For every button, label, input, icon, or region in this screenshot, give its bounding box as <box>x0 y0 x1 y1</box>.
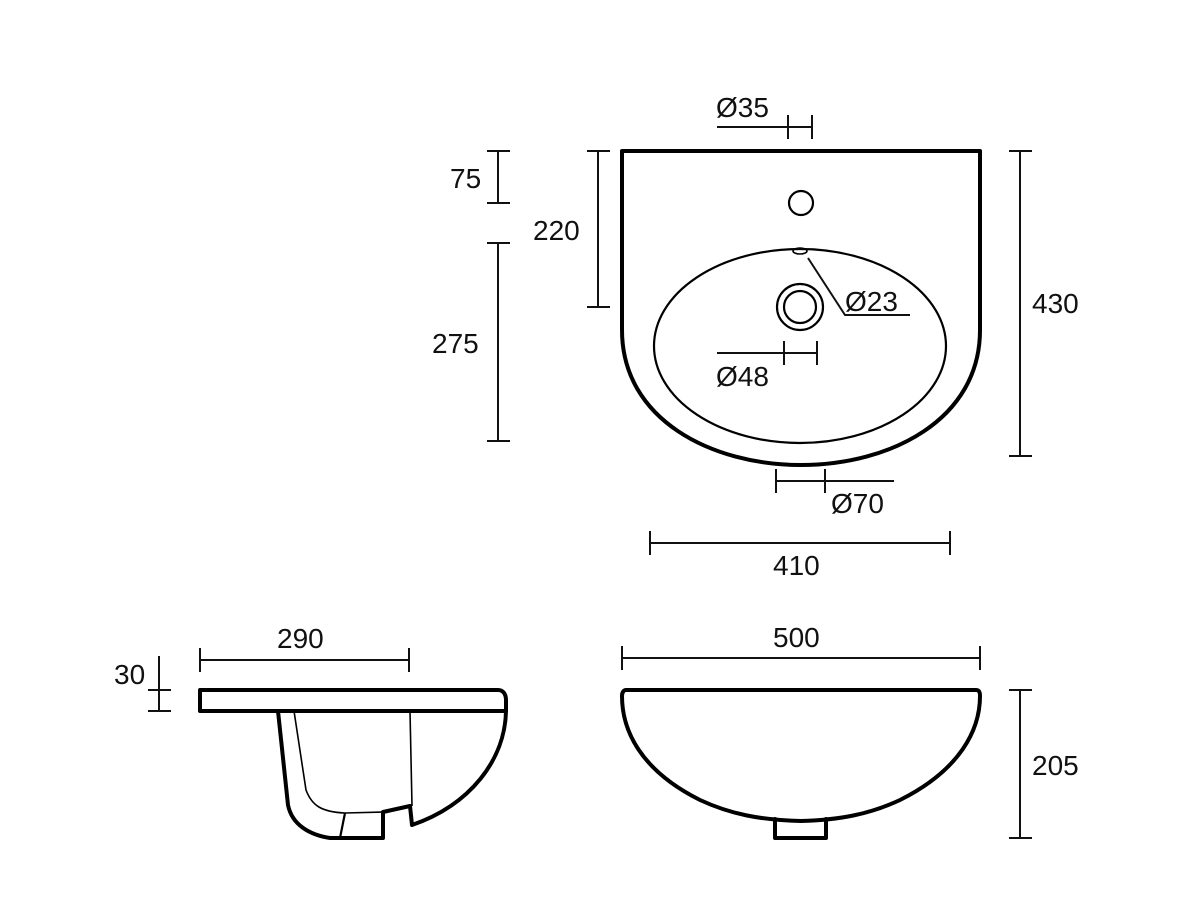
top-view: Ø35 Ø23 Ø48 Ø70 75 <box>432 92 1079 581</box>
label-overall-height: 205 <box>1032 750 1079 781</box>
label-overflow-diameter: Ø23 <box>845 286 898 317</box>
dim-waste-outlet: Ø70 <box>775 469 894 519</box>
label-rim-thickness: 30 <box>114 659 145 690</box>
dim-430: 430 <box>1009 150 1079 457</box>
label-bowl-width: 410 <box>773 550 820 581</box>
overflow-slot <box>792 247 808 255</box>
bowl-inner-side <box>293 710 384 814</box>
dim-tap-hole: Ø35 <box>716 92 813 139</box>
dim-overflow: Ø23 <box>807 257 910 317</box>
bowl-outer-side <box>276 709 508 840</box>
label-tap-hole-diameter: Ø35 <box>716 92 769 123</box>
label-depth-to-waste: 220 <box>533 215 580 246</box>
dim-205: 205 <box>1009 689 1079 839</box>
waste-side <box>338 812 385 839</box>
label-bowl-projection: 290 <box>277 623 324 654</box>
bowl-outline-front <box>620 688 982 823</box>
dim-220: 220 <box>533 150 610 308</box>
dim-290: 290 <box>199 623 410 672</box>
dim-30: 30 <box>114 656 171 712</box>
rear-line-side <box>409 710 413 807</box>
label-waste-diameter: Ø48 <box>716 361 769 392</box>
dim-410: 410 <box>649 531 951 581</box>
tap-hole <box>787 189 815 217</box>
dim-500: 500 <box>621 622 981 670</box>
dim-75: 75 <box>450 150 510 204</box>
dim-275: 275 <box>432 242 510 442</box>
label-overall-depth: 430 <box>1032 288 1079 319</box>
label-waste-outlet-diameter: Ø70 <box>831 488 884 519</box>
label-depth-to-tap: 75 <box>450 163 481 194</box>
dim-waste: Ø48 <box>716 341 818 392</box>
label-bowl-depth: 275 <box>432 328 479 359</box>
side-view: 290 30 <box>114 623 508 840</box>
front-view: 500 205 <box>620 622 1079 840</box>
waste-inner <box>782 289 818 325</box>
waste-outer <box>775 282 825 332</box>
rim-side <box>198 688 508 713</box>
basin-outline-top <box>620 149 982 467</box>
bowl-ellipse <box>652 247 948 445</box>
waste-front <box>773 817 828 840</box>
label-overall-width: 500 <box>773 622 820 653</box>
